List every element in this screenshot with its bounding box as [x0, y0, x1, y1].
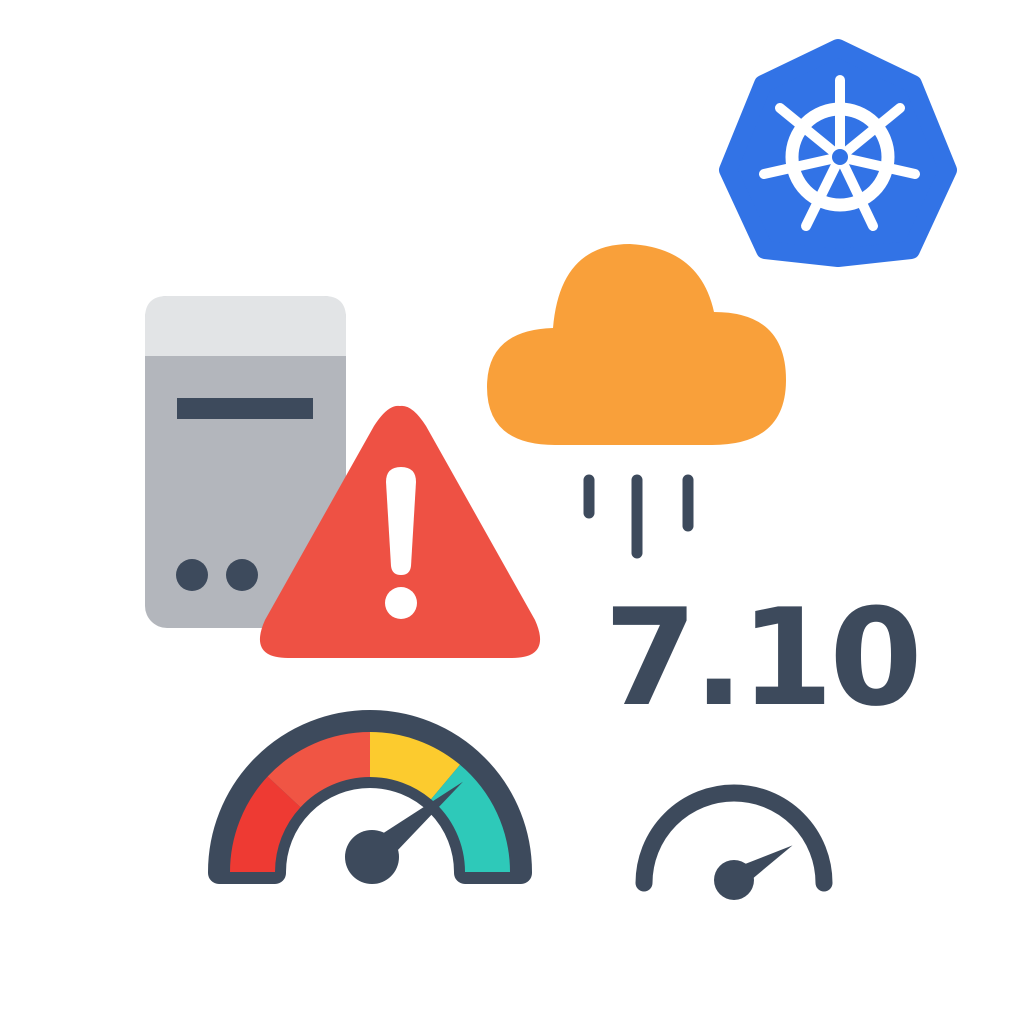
- cloud-rain-icon: [487, 244, 786, 559]
- small-gauge-icon: [635, 784, 833, 900]
- server-icon: [145, 296, 346, 628]
- gauge-needle: [345, 781, 463, 884]
- kubernetes-helm-icon: [719, 39, 957, 267]
- small-gauge-needle: [714, 845, 793, 900]
- gauge-band-yellow: [370, 732, 460, 800]
- gauge-band-red: [230, 776, 301, 872]
- metric-value: 7.10: [604, 580, 923, 736]
- warning-triangle-icon: [259, 405, 541, 658]
- gauge-band-coral: [267, 732, 370, 808]
- speedometer-gauge-icon: [208, 710, 532, 884]
